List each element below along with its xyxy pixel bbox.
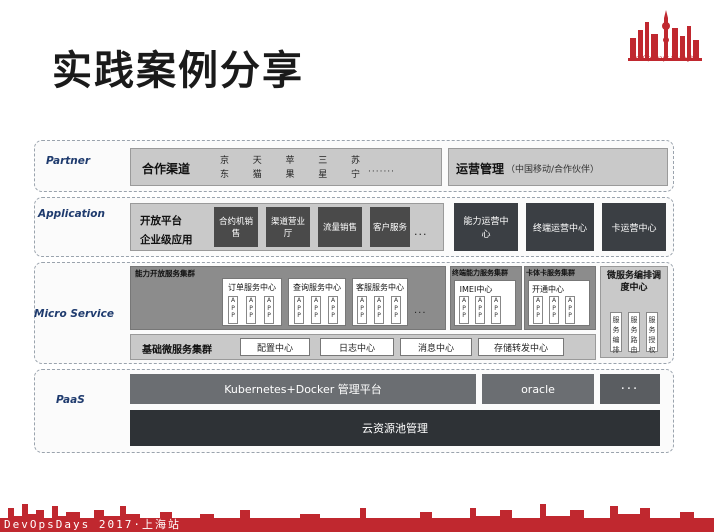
channel-box: [130, 148, 442, 186]
base-cluster-title: 基础微服务集群: [142, 345, 212, 356]
imei-center-title: IMEI中心: [459, 285, 493, 294]
page-title: 实践案例分享: [52, 48, 304, 94]
micro-ellipsis: ···: [414, 308, 427, 319]
open-center-title: 开通中心: [532, 285, 564, 294]
ops-title: 运营管理: [456, 162, 505, 176]
channel-suning-top: 苏: [350, 156, 360, 166]
card-ops-center: 卡运营中心: [602, 203, 666, 251]
channel-jd-bottom: 东: [220, 170, 230, 180]
ops-subtitle: （中国移动/合作伙伴）: [506, 165, 600, 175]
k8s-docker-platform: Kubernetes+Docker 管理平台: [130, 374, 476, 404]
channel-suning-bottom: 宁: [350, 170, 360, 180]
application-label: Application: [38, 208, 105, 220]
paas-label: PaaS: [56, 394, 85, 406]
platform-line-2: 企业级应用: [140, 234, 193, 246]
channel-tmall-bottom: 猫: [252, 170, 262, 180]
channel-samsung-bottom: 星: [318, 170, 328, 180]
app-ellipsis: ···: [414, 228, 428, 241]
channel-apple-top: 苹: [285, 156, 295, 166]
capability-ops-center: 能力运营中心: [454, 203, 518, 251]
app-customer-service: 客户服务: [370, 207, 410, 247]
app-contract-phone-sales: 合约机销售: [214, 207, 258, 247]
terminal-cluster-title: 终端能力服务集群: [452, 269, 508, 277]
orch-service-auth: 服务授权: [646, 312, 658, 354]
order-service-title: 订单服务中心: [228, 283, 276, 292]
open-cluster-title: 能力开放服务集群: [135, 269, 195, 278]
channel-title: 合作渠道: [142, 162, 191, 176]
footer-text: DevOpsDays 2017·上海站: [4, 518, 181, 531]
skyline-footer: [0, 504, 714, 532]
channel-apple-bottom: 果: [285, 170, 295, 180]
config-center: 配置中心: [240, 338, 310, 356]
store-forward-center: 存储转发中心: [478, 338, 564, 356]
ops-box: [448, 148, 668, 186]
channel-jd-top: 京: [220, 156, 230, 166]
oracle-box: oracle: [482, 374, 594, 404]
platform-line-1: 开放平台: [140, 215, 182, 227]
orch-service-routing: 服务路由: [628, 312, 640, 354]
paas-ellipsis-box: ···: [600, 374, 660, 404]
devopsdays-logo: [628, 10, 702, 61]
channel-tmall-top: 天: [252, 156, 262, 166]
terminal-ops-center: 终端运营中心: [526, 203, 594, 251]
partner-label: Partner: [46, 155, 91, 167]
card-cluster-title: 卡体卡服务集群: [526, 269, 575, 277]
app-channel-hall: 渠道营业厅: [266, 207, 310, 247]
channel-samsung-top: 三: [318, 156, 328, 166]
orchestration-title: 微服务编排调度中心: [606, 271, 661, 293]
logo-caption: DevOpsDays Shanghai: [630, 55, 700, 62]
log-center: 日志中心: [320, 338, 394, 356]
cloud-resource-pool: 云资源池管理: [130, 410, 660, 446]
channel-ellipsis: ·······: [368, 167, 396, 177]
micro-service-label: Micro Service: [34, 308, 114, 320]
channel-row-2: 东 猫 果 星 宁: [220, 167, 360, 180]
message-center: 消息中心: [400, 338, 472, 356]
orch-service-compose: 服务编排: [610, 312, 622, 354]
channel-row-1: 京 天 苹 三 苏: [220, 153, 360, 166]
app-data-sales: 流量销售: [318, 207, 362, 247]
query-service-title: 查询服务中心: [293, 283, 341, 292]
customer-service-title: 客服服务中心: [356, 283, 404, 292]
